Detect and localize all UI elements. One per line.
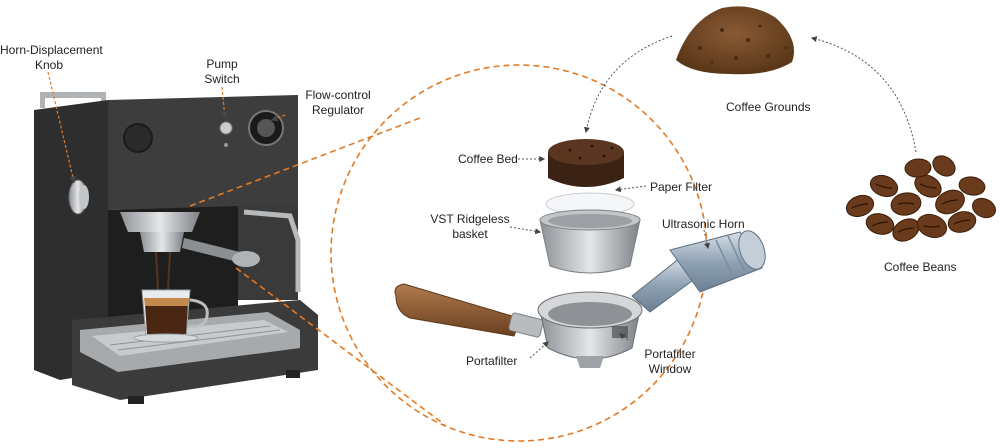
label-line: Switch xyxy=(204,72,240,86)
label-coffee-bed: Coffee Bed xyxy=(458,152,518,166)
machine-leader-lines xyxy=(47,71,286,184)
label-ultrasonic-horn: Ultrasonic Horn xyxy=(662,217,745,231)
part-leader-lines xyxy=(509,156,710,359)
label-line: Portafilter xyxy=(644,347,696,361)
process-arrows xyxy=(583,35,917,153)
coffee-cup-icon xyxy=(133,289,209,343)
label-horn-displacement-knob: Horn-Displacement Knob xyxy=(0,43,103,73)
label-line: Window xyxy=(648,362,692,376)
coffee-grounds-pile-icon xyxy=(676,6,794,75)
label-line: Horn-Displacement xyxy=(0,43,103,57)
filter-basket-icon xyxy=(539,209,641,274)
label-pump-switch: Pump Switch xyxy=(196,57,248,87)
label-flow-control-regulator: Flow-control Regulator xyxy=(298,88,378,118)
label-line: Flow-control xyxy=(305,88,371,102)
label-line: Pump xyxy=(206,57,238,71)
label-line: Regulator xyxy=(311,103,365,117)
espresso-machine-icon xyxy=(34,92,318,404)
ultrasonic-horn-icon xyxy=(631,230,766,313)
coffee-bed-puck-icon xyxy=(548,139,624,187)
label-portafilter-window: Portafilter Window xyxy=(630,347,710,377)
label-line: VST Ridgeless xyxy=(430,212,510,226)
coffee-beans-icon xyxy=(845,155,997,242)
label-coffee-beans: Coffee Beans xyxy=(884,260,957,274)
label-portafilter: Portafilter xyxy=(466,354,518,368)
label-paper-filter: Paper Filter xyxy=(650,180,713,194)
portafilter-icon xyxy=(394,283,643,368)
label-coffee-grounds: Coffee Grounds xyxy=(726,100,811,114)
label-line: Knob xyxy=(34,58,64,72)
label-line: basket xyxy=(452,227,488,241)
label-vst-ridgeless-basket: VST Ridgeless basket xyxy=(428,212,512,242)
